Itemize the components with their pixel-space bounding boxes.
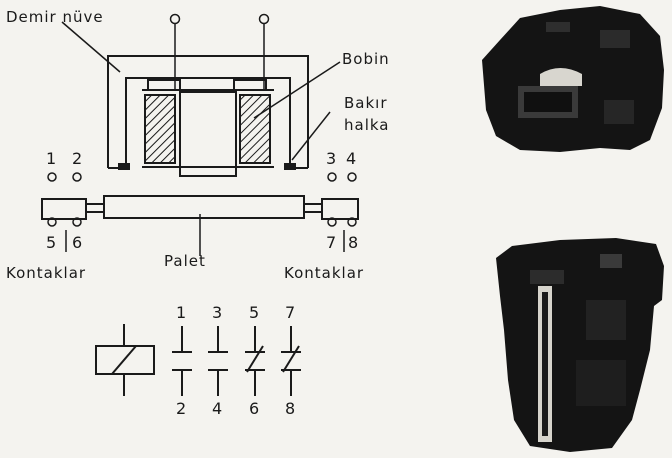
contact-num-8: 8 xyxy=(285,399,295,418)
core-label: Demir nüve xyxy=(6,8,104,26)
coil-label: Bobin xyxy=(342,50,390,68)
contacts-left-label: Kontaklar xyxy=(6,264,86,282)
terminal-2: 2 xyxy=(72,149,82,168)
contacts-right-label: Kontaklar xyxy=(284,264,364,282)
contact-num-6: 6 xyxy=(249,399,259,418)
terminal-6: 6 xyxy=(72,233,82,252)
terminal-7: 7 xyxy=(326,233,336,252)
contact-num-5: 5 xyxy=(249,303,259,322)
iron-core xyxy=(107,55,309,177)
contactor-photo-top xyxy=(482,6,664,152)
leader-lines xyxy=(61,21,345,256)
contact-num-7: 7 xyxy=(285,303,295,322)
contact-num-3: 3 xyxy=(212,303,222,322)
armature-bar xyxy=(41,195,359,227)
shading-rings xyxy=(118,163,296,170)
coil-terminals xyxy=(169,13,270,90)
contact-symbols: 1 3 5 7 2 4 6 8 xyxy=(172,303,301,418)
contact-num-2: 2 xyxy=(176,399,186,418)
ring-label-line1: Bakır xyxy=(344,94,388,112)
armature-label: Palet xyxy=(164,252,206,270)
contactor-photo-bottom xyxy=(496,238,664,452)
terminal-3: 3 xyxy=(326,149,336,168)
terminal-8: 8 xyxy=(348,233,358,252)
moving-contacts-bottom: 5 6 7 8 xyxy=(46,233,358,252)
contact-num-4: 4 xyxy=(212,399,222,418)
terminal-1: 1 xyxy=(46,149,56,168)
fixed-contacts-top: 1 2 3 4 xyxy=(46,149,357,182)
ring-label-line2: halka xyxy=(344,116,389,134)
terminal-4: 4 xyxy=(346,149,356,168)
coil-symbol xyxy=(95,324,155,396)
contact-num-1: 1 xyxy=(176,303,186,322)
coil-windings xyxy=(142,79,274,168)
terminal-5: 5 xyxy=(46,233,56,252)
